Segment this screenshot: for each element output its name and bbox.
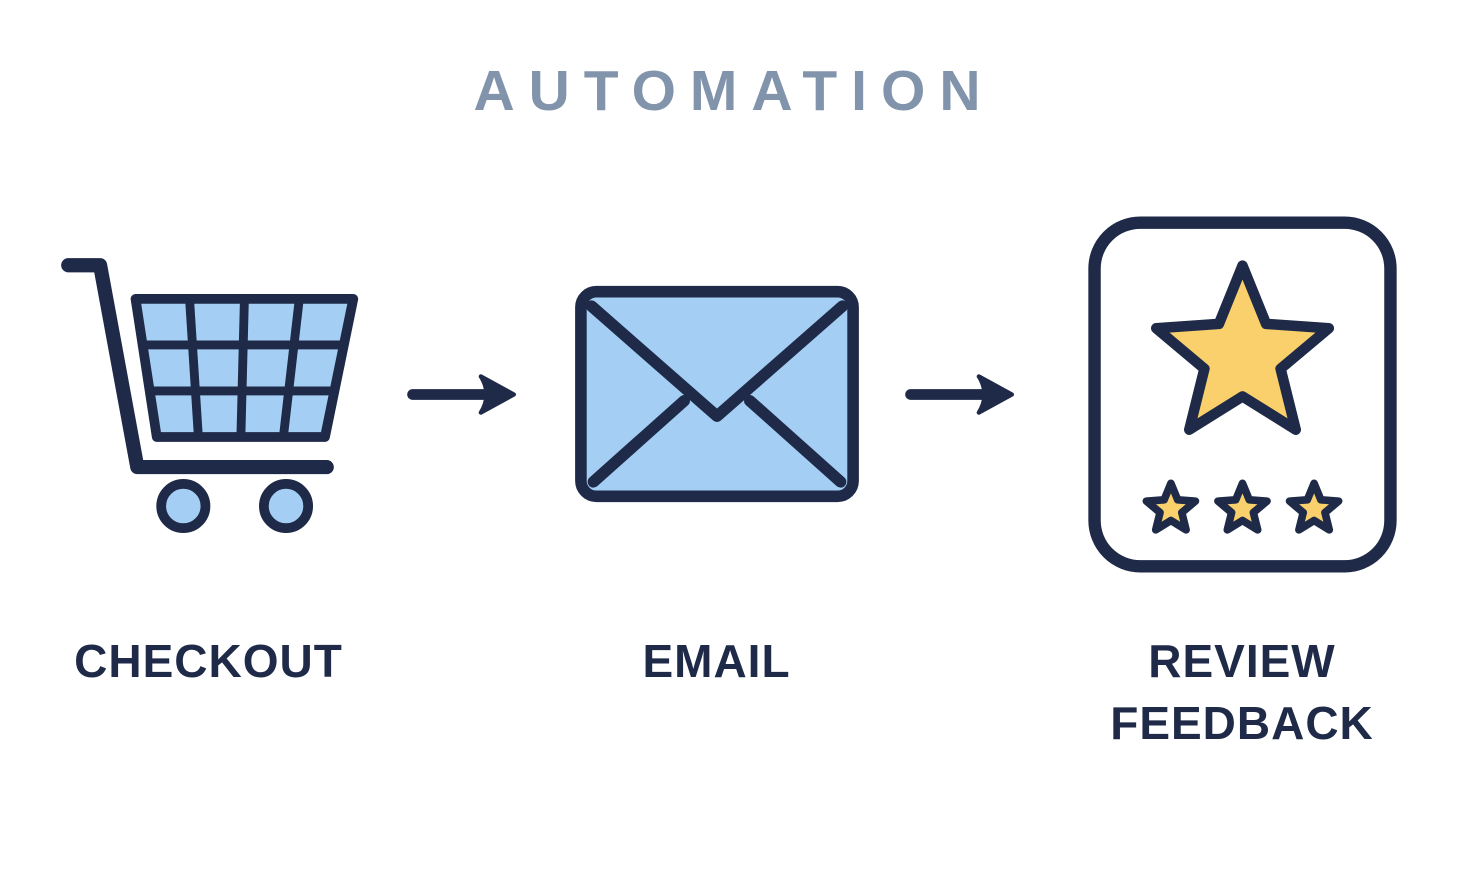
step-review-feedback: REVIEW FEEDBACK <box>1070 194 1415 754</box>
step-checkout: CHECKOUT <box>54 194 364 692</box>
page-title: AUTOMATION <box>473 59 995 123</box>
review-feedback-icon <box>1085 194 1400 594</box>
automation-diagram: AUTOMATION CHECKOUT <box>0 58 1468 754</box>
email-envelope-icon <box>572 194 862 594</box>
flow-row: CHECKOUT EMAIL <box>0 194 1468 754</box>
arrow-right-svg <box>904 373 1014 415</box>
shopping-cart-icon <box>54 194 364 594</box>
shopping-cart-svg <box>60 257 358 533</box>
step-label-email: EMAIL <box>642 635 791 687</box>
step-email: EMAIL <box>572 194 862 692</box>
arrow-right-svg <box>406 373 516 415</box>
arrow-right-icon <box>902 194 1030 594</box>
step-label-review-feedback: REVIEW FEEDBACK <box>1110 635 1374 750</box>
arrow-right-icon <box>404 194 532 594</box>
step-label-checkout: CHECKOUT <box>74 635 343 687</box>
email-envelope-svg <box>574 285 859 503</box>
review-feedback-svg <box>1087 215 1397 573</box>
